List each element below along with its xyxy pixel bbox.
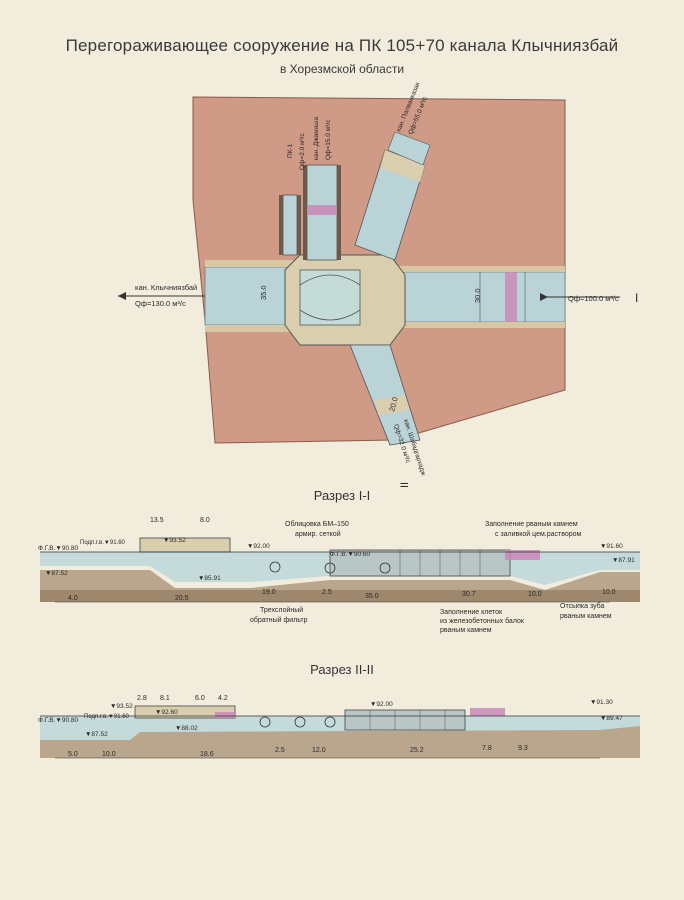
s1-d-35-0: 35.0 bbox=[365, 593, 379, 600]
s1-lbl-zap1: Заполнение рваным камнем bbox=[485, 521, 578, 528]
s2-d-5-0: 5.0 bbox=[68, 751, 78, 758]
s1-lv-87-52: ▼87.52 bbox=[45, 570, 68, 577]
s2-lv-89-47: ▼89.47 bbox=[600, 715, 623, 722]
s1-lbl-ots1: Отсыпка зуба bbox=[560, 602, 605, 610]
s2-lv-fgv: Ф.Г.В.▼90.80 bbox=[38, 717, 79, 724]
canal-left-name: кан. Клычниязбай bbox=[135, 283, 197, 292]
s1-lbl-kl3: рваным камнем bbox=[440, 627, 492, 634]
branch-dzh: кан. Джамаша bbox=[313, 117, 320, 160]
s2-d-9-3: 9.3 bbox=[518, 745, 528, 752]
section1-view: 13.5 8.0 ▼93.52 ▼92.00 Ф.Г.В.▼90.80 Подп… bbox=[38, 517, 640, 634]
s2-d-25-2: 25.2 bbox=[410, 747, 424, 754]
s1-lv-fgv-mid: Ф.Г.В.▼90.60 bbox=[330, 551, 371, 558]
s1-d-19-0: 19.0 bbox=[262, 589, 276, 596]
section1-title: Разрез I-I bbox=[313, 488, 371, 503]
s1-lbl-filter2: обратный фильтр bbox=[250, 616, 308, 624]
width-bottom: 20.0 bbox=[387, 396, 399, 412]
section2-title: Разрез II-II bbox=[310, 662, 374, 677]
s1-d-30-7: 30.7 bbox=[462, 591, 476, 598]
s2-d-6-0: 6.0 bbox=[195, 695, 205, 702]
width-left: 35.0 bbox=[259, 285, 268, 300]
s1-d-2-5: 2.5 bbox=[322, 589, 332, 596]
s1-d-10-0a: 10.0 bbox=[528, 591, 542, 598]
s1-lv-93-52: ▼93.52 bbox=[163, 537, 186, 544]
s1-lbl-oblic: Облицовка БМ–150 bbox=[285, 520, 349, 528]
s2-lv-92-00: ▼92.00 bbox=[370, 701, 393, 708]
section2-view: 2.8 8.1 6.0 4.2 ▼93.52 ▼92.60 ▼92.00 ▼91… bbox=[38, 695, 640, 759]
page-subtitle: в Хорезмской области bbox=[279, 62, 405, 76]
section1-soil bbox=[40, 570, 640, 602]
canal-right-flow: Qф=100.0 м³/с bbox=[568, 294, 619, 303]
s2-lv-92-60: ▼92.60 bbox=[155, 709, 178, 716]
section-mark-I: I bbox=[635, 291, 638, 305]
s2-d-2-5: 2.5 bbox=[275, 747, 285, 754]
s1-lv-85-91: ▼85.91 bbox=[198, 575, 221, 582]
s1-dim-13-5: 13.5 bbox=[150, 517, 164, 524]
s2-lv-91-30: ▼91.30 bbox=[590, 699, 613, 706]
s1-lbl-filter1: Трехслойный bbox=[260, 606, 303, 614]
branch-pk1-flow: Qф=2.0 м³/с bbox=[299, 133, 306, 170]
s1-d-4-0: 4.0 bbox=[68, 595, 78, 602]
s1-lbl-ots2: рваным камнем bbox=[560, 613, 612, 620]
s1-lv-podp: Подп.г.в.▼91.60 bbox=[80, 540, 126, 546]
s1-dim-8-0: 8.0 bbox=[200, 517, 210, 524]
s2-d-7-8: 7.8 bbox=[482, 745, 492, 752]
section2-water bbox=[40, 716, 640, 740]
s1-lbl-kl2: из железобетонных балок bbox=[440, 617, 525, 625]
page-title: Перегораживающее сооружение на ПК 105+70… bbox=[65, 36, 619, 55]
s2-d-4-2: 4.2 bbox=[218, 695, 228, 702]
s2-d-10-0: 10.0 bbox=[102, 751, 116, 758]
s1-lbl-oblic2: армир. сеткой bbox=[295, 530, 341, 538]
section2-soil bbox=[40, 724, 640, 758]
s2-d-18-6: 18.6 bbox=[200, 751, 214, 758]
s1-d-10-0b: 10.0 bbox=[602, 589, 616, 596]
branch-pk1: ПК-1 bbox=[287, 143, 294, 158]
s2-lv-93-52: ▼93.52 bbox=[110, 703, 133, 710]
main-canal-right bbox=[384, 271, 566, 323]
width-right: 30.0 bbox=[473, 288, 482, 303]
s2-d-2-8: 2.8 bbox=[137, 695, 147, 702]
s2-d-12-0: 12.0 bbox=[312, 747, 326, 754]
s2-lv-87-52: ▼87.52 bbox=[85, 731, 108, 738]
s1-lv-92-00: ▼92.00 bbox=[247, 543, 270, 550]
s2-d-8-1: 8.1 bbox=[160, 695, 170, 702]
section-mark-II: II bbox=[399, 482, 411, 488]
s1-lv-91-60: ▼91.60 bbox=[600, 543, 623, 550]
s1-lv-87-91: ▼87.91 bbox=[612, 557, 635, 564]
s2-lv-podp: Подп.г.в.▼91.60 bbox=[84, 714, 130, 720]
s1-lbl-zap2: с заливкой цем.раствором bbox=[495, 530, 582, 538]
s2-lv-88-02: ▼88.02 bbox=[175, 725, 198, 732]
branch-dzh-flow: Qф=15.0 м³/с bbox=[325, 119, 332, 160]
s1-lbl-kl1: Заполнение клеток bbox=[440, 609, 503, 616]
s1-d-20-5: 20.5 bbox=[175, 595, 189, 602]
s1-lv-fgv: Ф.Г.В.▼90.80 bbox=[38, 545, 79, 552]
canal-left-flow: Qф=130.0 м³/с bbox=[135, 299, 186, 308]
